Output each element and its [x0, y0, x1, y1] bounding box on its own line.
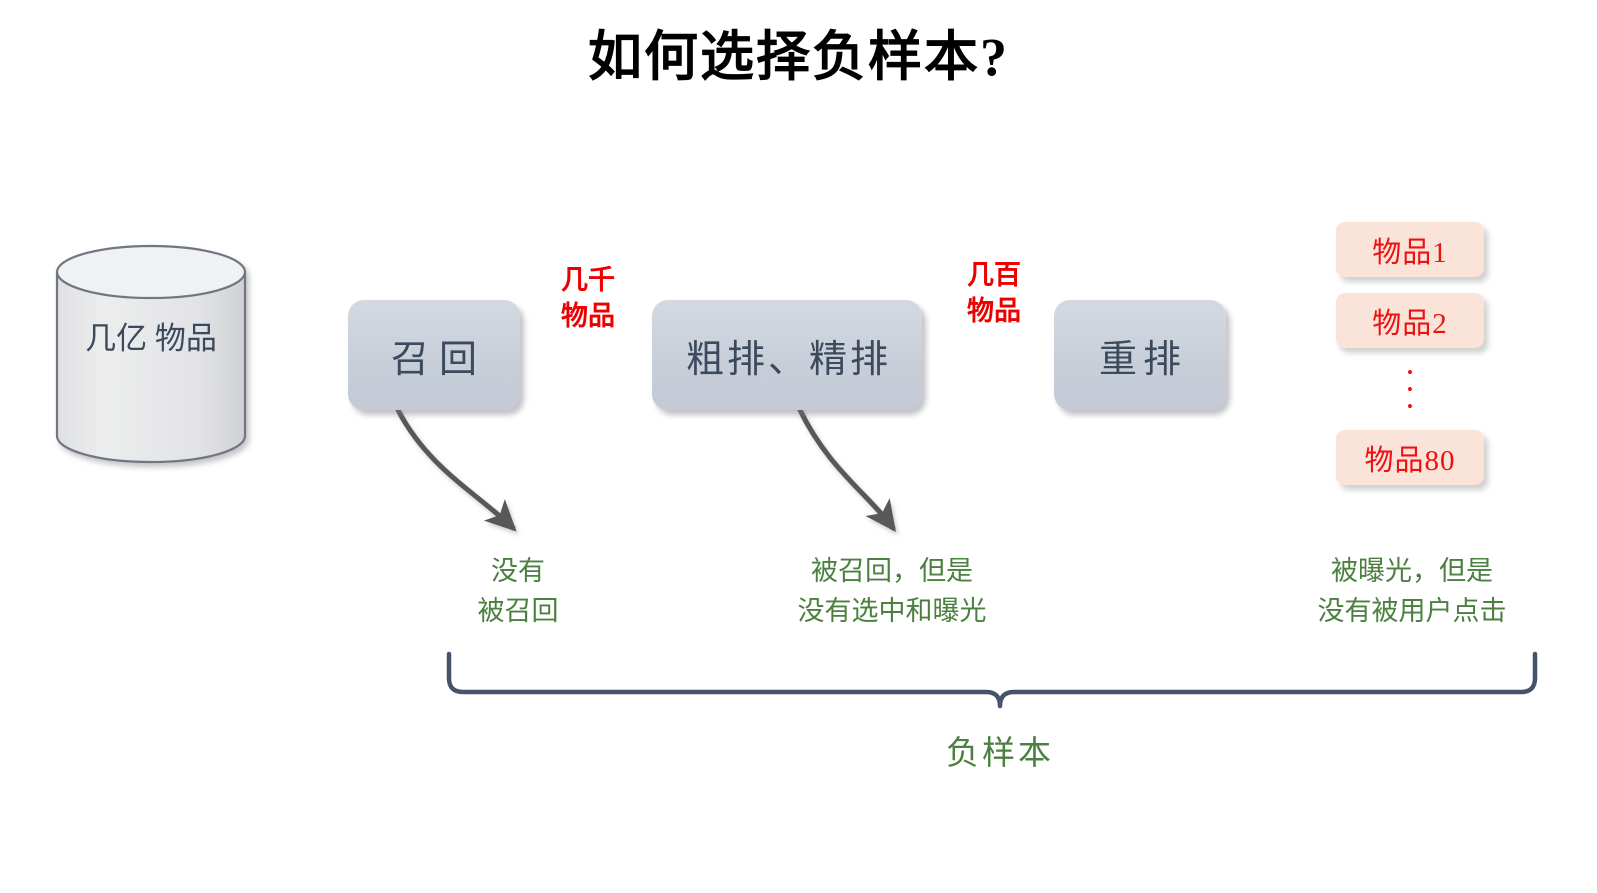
- result-item-1[interactable]: 物品1: [1336, 222, 1484, 277]
- result-items-ellipsis-icon: •••: [1407, 363, 1413, 416]
- flow-count-after-ranking: 几百 物品: [967, 260, 1021, 326]
- stage-label-ranking: 粗排、精排: [685, 338, 891, 381]
- page-title: 如何选择负样本?: [588, 27, 1009, 87]
- stage-box-rerank[interactable]: 重排: [1054, 300, 1226, 410]
- note-not-selected: 被召回，但是 没有选中和曝光: [797, 556, 987, 626]
- stage-label-recall: 召回: [390, 338, 487, 381]
- arrow-recall-dropoff: [395, 407, 517, 532]
- stage-box-recall[interactable]: 召回: [348, 300, 520, 410]
- note-not-clicked: 被曝光，但是 没有被用户点击: [1317, 556, 1507, 626]
- dropoff-arrows: [395, 407, 896, 533]
- flow-count-after-recall: 几千 物品: [561, 265, 615, 331]
- result-item-80[interactable]: 物品80: [1336, 430, 1484, 485]
- source-label: 几亿 物品: [85, 321, 217, 356]
- result-item-2[interactable]: 物品2: [1336, 293, 1484, 348]
- arrow-ranking-dropoff: [797, 407, 896, 533]
- bracket-label-negative-samples: 负样本: [946, 736, 1054, 772]
- database-cylinder-icon: [55, 244, 247, 464]
- stage-label-rerank: 重排: [1098, 338, 1187, 381]
- note-not-recalled: 没有 被召回: [477, 556, 559, 626]
- negative-sample-bracket: [446, 651, 1538, 709]
- stage-box-ranking[interactable]: 粗排、精排: [652, 300, 922, 410]
